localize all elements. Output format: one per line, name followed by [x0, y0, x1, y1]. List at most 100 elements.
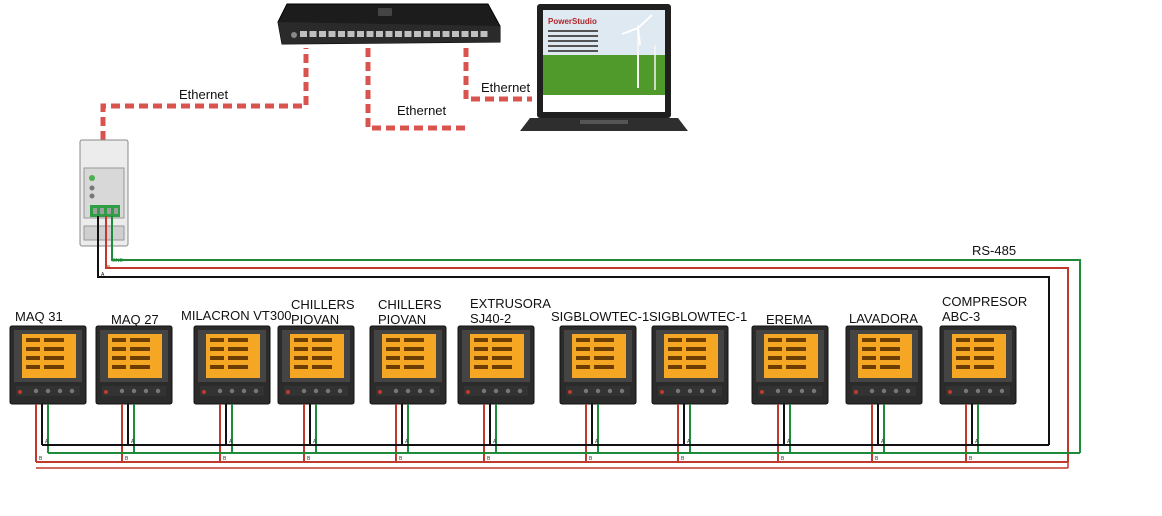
meter-button [869, 388, 875, 394]
meter-digit-bar [956, 347, 970, 351]
meter-digit-bar [312, 338, 332, 342]
gateway-led [89, 193, 95, 199]
meter-digit-bar [880, 338, 900, 342]
meter-button [619, 388, 625, 394]
meter-label-5-line-1: CHILLERS [378, 297, 442, 312]
meter-button [999, 388, 1005, 394]
meter-digit-bar [786, 365, 806, 369]
meter-digit-bar [768, 347, 782, 351]
meter-terminal-a: A [493, 439, 497, 445]
ethernet-label-switch-lower: Ethernet [397, 103, 447, 118]
meter-label-3-line-1: MILACRON VT300 [181, 308, 292, 323]
meter-digit-bar [228, 356, 248, 360]
meter-terminal-a: A [229, 439, 233, 445]
meter-label-11-line-2: ABC-3 [942, 309, 981, 324]
meter-6: AB [457, 325, 535, 462]
meter-digit-bar [474, 356, 488, 360]
meter-digit-bar [312, 356, 332, 360]
meter-label-9-line-1: EREMA [766, 312, 813, 327]
meter-label-7-line-1: SIGBLOWTEC-1 [551, 309, 650, 324]
meter-label-4-line-1: CHILLERS [291, 297, 355, 312]
meter-button [493, 388, 499, 394]
switch-port [319, 31, 326, 37]
meter-button [143, 388, 149, 394]
meter-digit-bar [862, 356, 876, 360]
meter-5: AB [369, 325, 447, 462]
meter-led [854, 390, 858, 394]
meter-label-2-line-1: MAQ 27 [111, 312, 159, 327]
meter-digit-bar [974, 356, 994, 360]
meter-led [466, 390, 470, 394]
switch-port [328, 31, 336, 37]
meter-digit-bar [880, 365, 900, 369]
meter-label-6-line-1: EXTRUSORA [470, 296, 551, 311]
meter-digit-bar [312, 347, 332, 351]
meter-button [301, 388, 307, 394]
terminal-screw [93, 208, 97, 214]
meter-label-4-line-2: PIOVAN [291, 312, 340, 327]
laptop-base [520, 118, 688, 131]
meter-digit-bar [974, 347, 994, 351]
meter-button [69, 388, 75, 394]
meter-digit-bar [44, 338, 64, 342]
meter-digit-bar [668, 338, 682, 342]
meter-digit-bar [768, 356, 782, 360]
meter-button [583, 388, 589, 394]
meter-4: AB [277, 325, 355, 462]
switch-port [376, 31, 383, 37]
meter-digit-bar [404, 347, 424, 351]
meter-led [378, 390, 382, 394]
meter-button [811, 388, 817, 394]
gateway-din-clip [83, 225, 125, 241]
meter-digit-bar [686, 347, 706, 351]
meter-button [787, 388, 793, 394]
meter-digit-bar [686, 365, 706, 369]
meter-label-1-line-1: MAQ 31 [15, 309, 63, 324]
meter-digit-bar [594, 347, 614, 351]
meter-terminal-a: A [45, 439, 49, 445]
meter-button [775, 388, 781, 394]
meter-terminal-b: B [969, 456, 973, 462]
meter-button [975, 388, 981, 394]
switch-logo [378, 8, 392, 16]
meter-digit-bar [576, 338, 590, 342]
meter-digit-bar [294, 365, 308, 369]
screen-sky [543, 10, 665, 55]
meter-button [699, 388, 705, 394]
meter-button [595, 388, 601, 394]
meter-button [337, 388, 343, 394]
gateway-led [89, 185, 95, 191]
meter-digit-bar [492, 365, 512, 369]
meter-digit-bar [210, 338, 224, 342]
switch-port [414, 31, 421, 37]
meter-digit-bar [210, 365, 224, 369]
meter-digit-bar [974, 365, 994, 369]
meter-digit-bar [862, 365, 876, 369]
meter-button [57, 388, 63, 394]
switch-port [452, 31, 459, 37]
meter-digit-bar [474, 347, 488, 351]
meter-button [711, 388, 717, 394]
meter-digit-bar [880, 347, 900, 351]
ethernet-label-switch-laptop: Ethernet [481, 80, 531, 95]
meter-label-11-line-1: COMPRESOR [942, 294, 1028, 309]
meter-digit-bar [386, 365, 400, 369]
meter-led [760, 390, 764, 394]
switch-port [309, 31, 317, 37]
meter-digit-bar [492, 338, 512, 342]
switch-port [366, 31, 374, 37]
meter-digit-bar [210, 347, 224, 351]
meter-digit-bar [386, 338, 400, 342]
screen-text-line [548, 50, 598, 52]
meter-button [505, 388, 511, 394]
meter-digit-bar [956, 356, 970, 360]
meter-terminal-a: A [787, 439, 791, 445]
switch-port [404, 31, 412, 37]
meter-digit-bar [594, 338, 614, 342]
meter-digit-bar [112, 356, 126, 360]
meter-digit-bar [130, 356, 150, 360]
meter-button [963, 388, 969, 394]
meter-digit-bar [404, 365, 424, 369]
meter-digit-bar [668, 347, 682, 351]
